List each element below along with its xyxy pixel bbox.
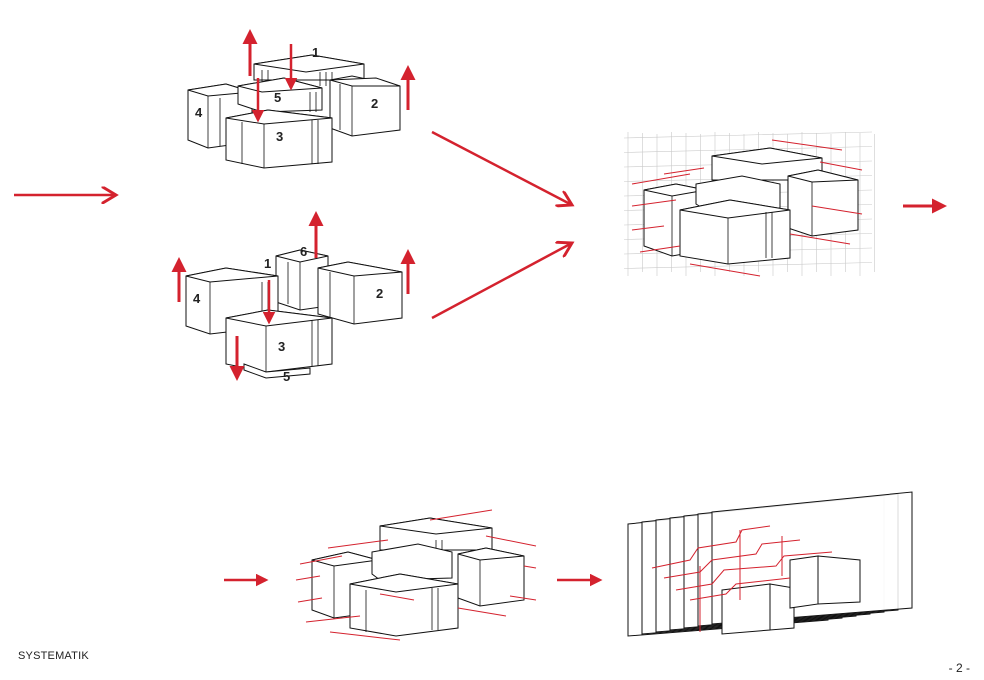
- grid-line: [623, 146, 873, 153]
- module-3-lower: [225, 309, 333, 379]
- upper-module-assembly: 1 2 3 4 5: [187, 29, 416, 169]
- section-modules: [721, 555, 861, 635]
- lower-module-assembly: 1 2 3 4 5 6: [171, 211, 416, 384]
- lower-label-3: 3: [278, 339, 285, 354]
- page-caption: SYSTEMATIK: [18, 650, 89, 662]
- section-red-paths: [651, 525, 833, 632]
- upper-label-5: 5: [274, 90, 281, 105]
- flow-arrows: [14, 130, 947, 587]
- lower-label-6: 6: [300, 244, 307, 259]
- upper-label-3: 3: [276, 129, 283, 144]
- arrow-lower-to-grid: [431, 243, 572, 320]
- grid-line: [623, 131, 873, 139]
- upper-label-4: 4: [195, 105, 203, 120]
- arrow-upper-to-grid: [431, 130, 572, 205]
- lower-label-2: 2: [376, 286, 383, 301]
- grid-line: [623, 262, 873, 269]
- lower-label-5: 5: [283, 369, 290, 384]
- grid-modules: [643, 147, 859, 265]
- upper-label-2: 2: [371, 96, 378, 111]
- lower-label-4: 4: [193, 291, 201, 306]
- page-number: - 2 -: [948, 661, 970, 675]
- module-2-lower: [317, 261, 403, 325]
- lower-label-1: 1: [264, 256, 271, 271]
- grid-red-lines: [631, 139, 863, 277]
- row3-red-lines: [295, 509, 537, 641]
- grid-assembly: [623, 131, 875, 277]
- section-planes: [627, 491, 913, 637]
- module-2: [329, 75, 401, 137]
- module-6: [275, 249, 329, 311]
- red-line-assembly: [295, 509, 537, 641]
- upper-label-1: 1: [312, 45, 319, 60]
